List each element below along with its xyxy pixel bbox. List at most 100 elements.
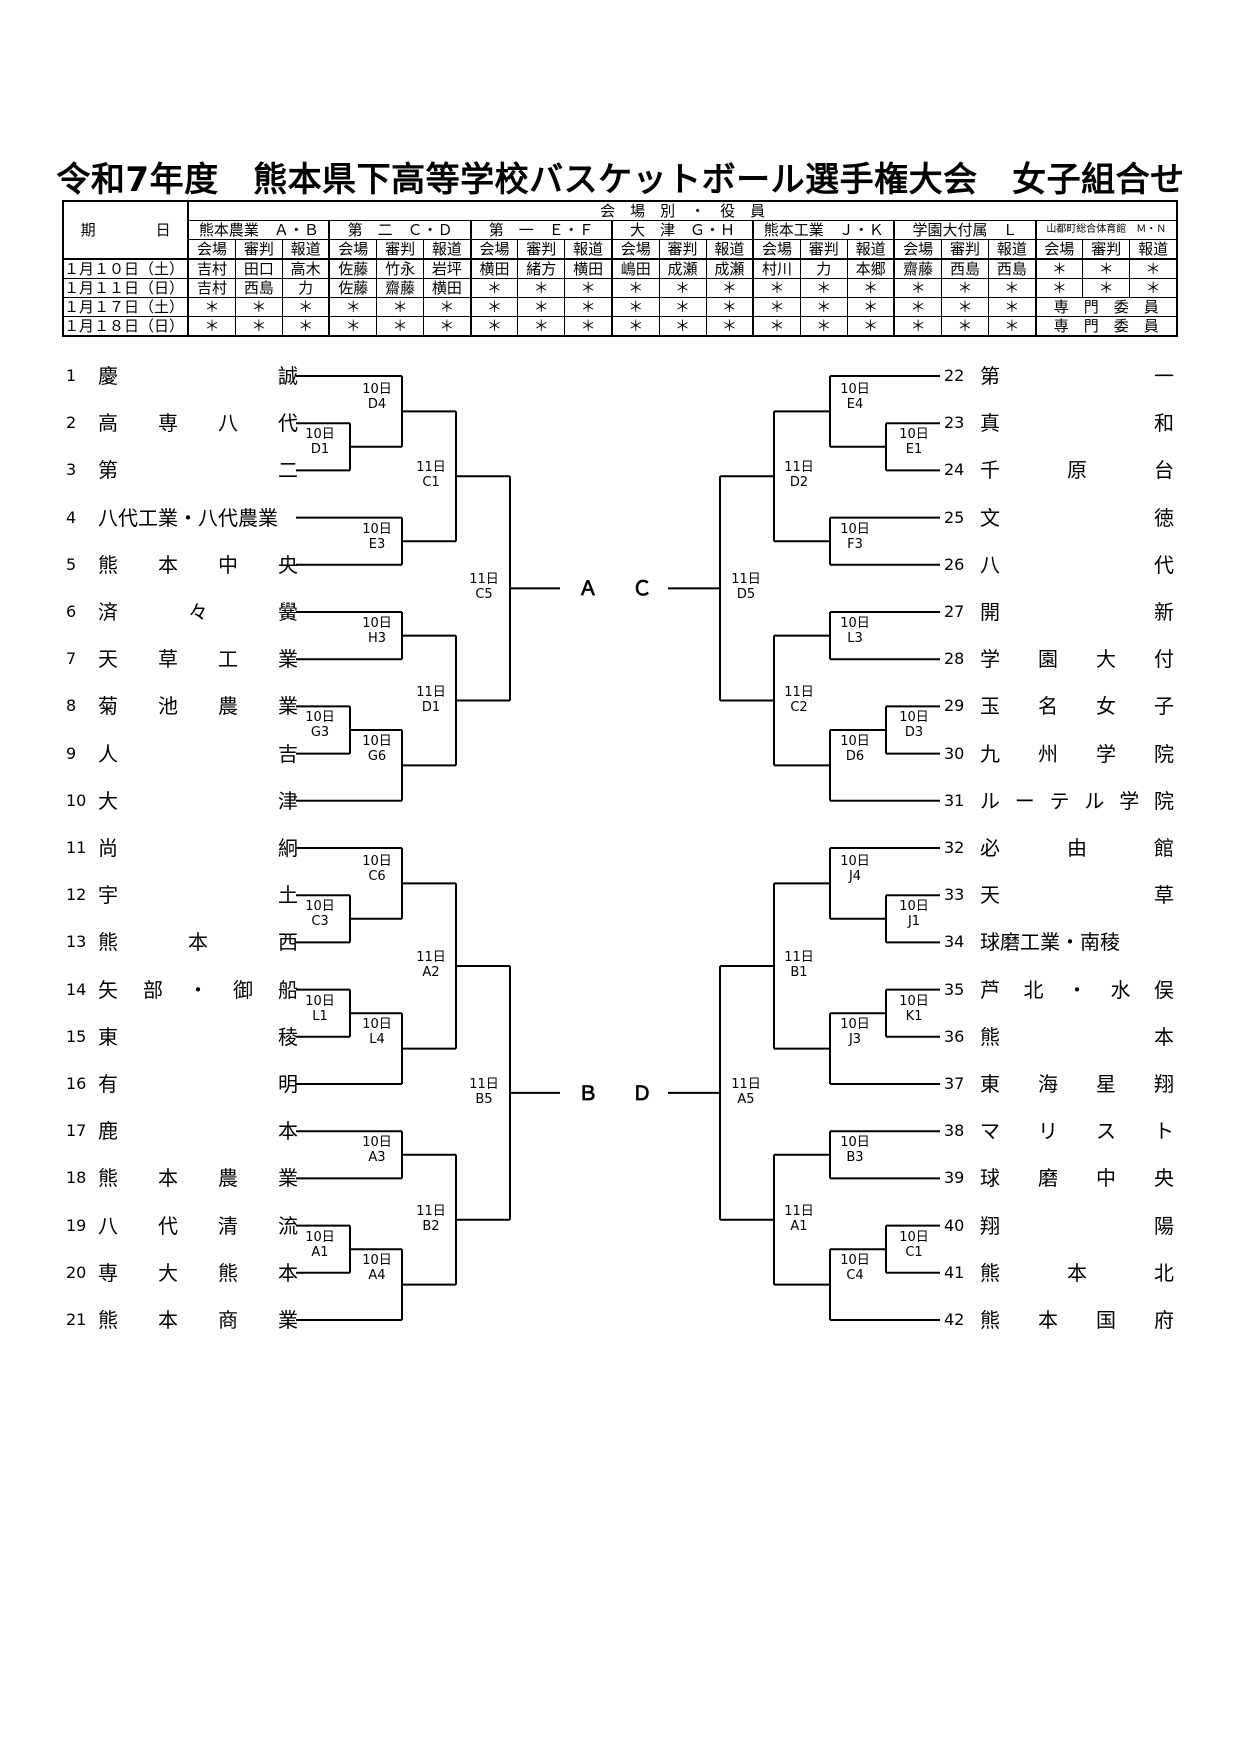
match-code: D1 xyxy=(310,442,330,458)
match-code: L1 xyxy=(312,1008,328,1024)
match-day: 10日 xyxy=(362,382,392,397)
team-name: 球磨工業・南稜 xyxy=(980,930,1120,955)
team-number: 16 xyxy=(66,1074,87,1093)
team-number: 14 xyxy=(66,979,87,999)
team-number: 28 xyxy=(944,649,965,669)
match-code: C5 xyxy=(475,587,493,603)
schedule-cell: ＊ xyxy=(281,316,330,337)
schedule-cell: ＊ xyxy=(328,316,378,337)
team-name: 慶誠 xyxy=(98,364,298,388)
schedule-cell: ＊ xyxy=(752,316,801,337)
team-number: 2 xyxy=(66,413,77,433)
role-header: 審判 xyxy=(940,239,990,260)
team-name: 真和 xyxy=(980,411,1174,436)
team-number: 20 xyxy=(66,1262,87,1282)
team-number: 9 xyxy=(66,743,77,763)
match-day: 11日 xyxy=(731,1076,761,1092)
match-code: J3 xyxy=(848,1032,862,1048)
schedule-cell: ＊ xyxy=(940,297,990,317)
match-code: B3 xyxy=(846,1150,864,1166)
schedule-cell: ＊ xyxy=(752,297,801,317)
match-day: 10日 xyxy=(305,993,335,1009)
match-code: A5 xyxy=(737,1091,755,1107)
match-code: A1 xyxy=(311,1244,329,1260)
final-letter-a: Ａ xyxy=(578,576,598,601)
role-header: 審判 xyxy=(234,239,283,260)
venue-header: 熊本農業 Ａ・Ｂ xyxy=(187,220,330,240)
match-day: 10日 xyxy=(840,854,870,869)
role-header: 審判 xyxy=(658,239,707,260)
team-number: 39 xyxy=(944,1168,965,1188)
team-name: 八代清流 xyxy=(98,1213,298,1238)
team-name: 天草 xyxy=(980,883,1174,908)
match-day: 11日 xyxy=(416,460,446,476)
schedule-cell: ＊ xyxy=(1034,278,1084,298)
final-letter-d: Ｄ xyxy=(632,1080,652,1105)
team-name: 菊池農業 xyxy=(98,694,298,719)
schedule-cell: ＊ xyxy=(799,297,848,317)
team-number: 35 xyxy=(944,979,965,999)
team-number: 41 xyxy=(944,1262,965,1282)
role-header: 審判 xyxy=(517,239,566,260)
schedule-cell: ＊ xyxy=(187,316,236,337)
match-day: 10日 xyxy=(305,427,335,443)
team-name: 玉名女子 xyxy=(980,694,1174,719)
schedule-cell: ＊ xyxy=(705,316,754,337)
final-letter-c: Ｃ xyxy=(632,576,652,601)
team-name: 有明 xyxy=(98,1072,298,1096)
team-number: 32 xyxy=(944,838,965,857)
match-code: L3 xyxy=(847,631,863,646)
schedule-cell: ＊ xyxy=(423,316,472,337)
team-name: 尚絅 xyxy=(98,836,298,860)
schedule-cell: 齋藤 xyxy=(376,278,425,298)
schedule-cell: ＊ xyxy=(564,316,613,337)
schedule-cell: 嶋田 xyxy=(610,258,660,279)
match-day: 10日 xyxy=(840,734,870,749)
team-number: 37 xyxy=(944,1074,965,1093)
team-name: 矢部・御船 xyxy=(98,977,298,1002)
schedule-cell: 緒方 xyxy=(517,258,566,279)
venue-header: 山都町総合体育館 Ｍ・Ｎ xyxy=(1034,220,1178,240)
schedule-cell: ＊ xyxy=(610,316,660,337)
match-day: 11日 xyxy=(416,684,446,700)
match-code: L4 xyxy=(369,1032,385,1048)
schedule-cell: ＊ xyxy=(1082,258,1131,279)
team-number: 26 xyxy=(944,554,965,574)
match-code: D1 xyxy=(421,699,441,715)
team-name: 専大熊本 xyxy=(98,1260,298,1285)
match-day: 10日 xyxy=(899,993,929,1009)
team-number: 27 xyxy=(944,602,965,621)
match-day: 10日 xyxy=(899,427,929,443)
venue-header: 大 津 Ｇ・Ｈ xyxy=(610,220,754,240)
schedule-cell: 横田 xyxy=(564,258,613,279)
team-number: 12 xyxy=(66,885,87,905)
schedule-cell: ＊ xyxy=(988,297,1037,317)
schedule-cell: ＊ xyxy=(328,297,378,317)
match-code: E1 xyxy=(905,442,923,458)
match-day: 10日 xyxy=(840,1135,870,1151)
match-code: F3 xyxy=(847,536,863,552)
schedule-row: １月１７日（土）＊＊＊＊＊＊＊＊＊＊＊＊＊＊＊＊＊＊専 門 委 員 xyxy=(62,297,1178,317)
match-day: 10日 xyxy=(899,899,929,915)
match-day: 11日 xyxy=(416,1203,446,1219)
match-code: A1 xyxy=(790,1218,808,1234)
team-number: 40 xyxy=(944,1215,965,1235)
schedule-cell-committee: 専 門 委 員 xyxy=(1034,297,1178,317)
team-number: 34 xyxy=(944,932,965,952)
match-code: C2 xyxy=(790,699,808,715)
schedule-cell: ＊ xyxy=(610,278,660,298)
team-number: 17 xyxy=(66,1121,87,1141)
